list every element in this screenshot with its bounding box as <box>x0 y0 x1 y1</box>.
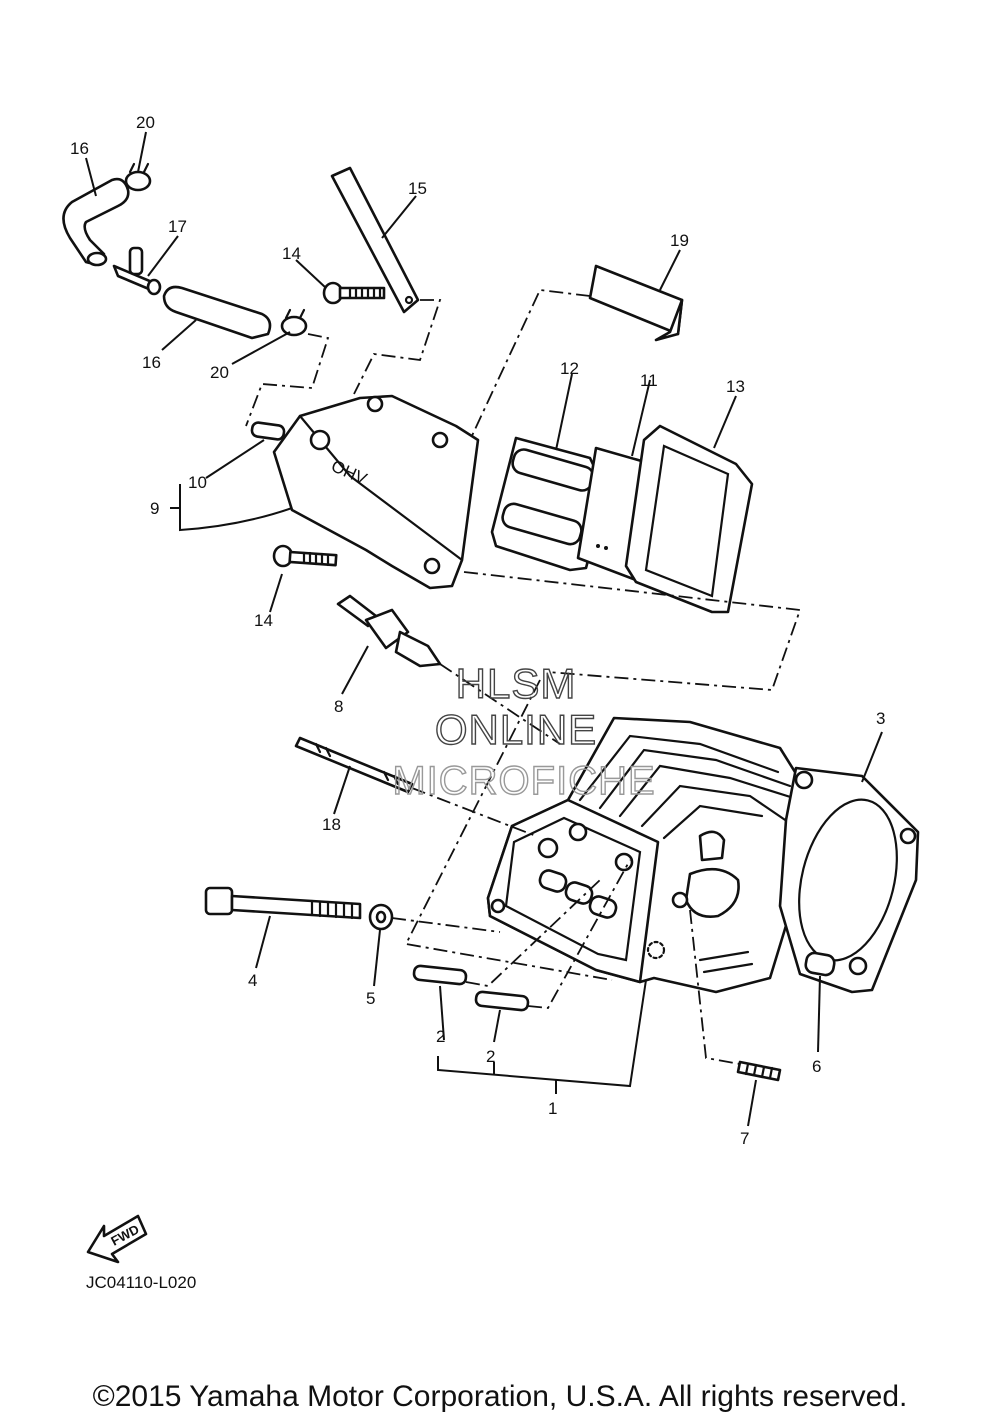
watermark-line-2: ONLINE <box>435 706 597 753</box>
leader-lines <box>85 131 883 1127</box>
callout-1: 1 <box>548 1099 557 1118</box>
callout-2-right: 2 <box>486 1047 495 1066</box>
retaining-strap <box>330 166 420 314</box>
hose-joint <box>112 246 162 296</box>
callout-12: 12 <box>560 359 579 378</box>
callout-17: 17 <box>168 217 187 236</box>
alignment-line-strap <box>353 299 442 395</box>
head-bolt <box>204 886 362 920</box>
callout-18: 18 <box>322 815 341 834</box>
alignment-line-plug <box>439 663 561 745</box>
alignment-line-washer <box>391 917 501 933</box>
cylinder-head <box>486 716 812 994</box>
reference-code: JC04110-L020 <box>86 1273 196 1292</box>
alignment-line-gasket <box>463 571 802 691</box>
breather-nipple <box>250 421 286 441</box>
dowel-pin-right <box>474 990 530 1012</box>
cylinder-head-gasket <box>778 766 920 994</box>
washer <box>368 903 394 931</box>
callout-15: 15 <box>408 179 427 198</box>
watermark-line-3: MICROFICHE <box>392 759 655 803</box>
callout-11: 11 <box>640 371 658 390</box>
bolt-upper <box>322 281 386 305</box>
callout-13: 13 <box>726 377 745 396</box>
breather-hose-lower <box>162 285 272 340</box>
callout-19: 19 <box>670 231 689 250</box>
breather-hose-upper <box>62 177 130 267</box>
alignment-line-hose <box>245 333 330 427</box>
callout-4: 4 <box>248 971 257 990</box>
callout-3: 3 <box>876 709 885 728</box>
baffle-plate-gasket <box>490 436 608 572</box>
callout-16-upper: 16 <box>70 139 89 158</box>
forward-arrow-icon: FWD <box>86 1214 148 1264</box>
callout-20-upper: 20 <box>136 113 155 132</box>
callout-16-lower: 16 <box>142 353 161 372</box>
callout-2-left: 2 <box>436 1027 445 1046</box>
callout-5: 5 <box>366 989 375 1008</box>
hose-clamp-upper <box>124 162 152 192</box>
dowel-pin-left <box>412 964 468 986</box>
dowel-sleeve <box>804 951 836 977</box>
alignment-line-dowel-right <box>527 859 631 1009</box>
callout-9: 9 <box>150 499 159 518</box>
callout-6: 6 <box>812 1057 821 1076</box>
callout-7: 7 <box>740 1129 749 1148</box>
spark-plug <box>336 594 442 668</box>
exhaust-stud <box>736 1060 782 1082</box>
callout-8: 8 <box>334 697 343 716</box>
alignment-line-exhaust-stud <box>689 909 741 1065</box>
callout-14-lower: 14 <box>254 611 273 630</box>
bolt-lower <box>272 544 338 568</box>
seal-pad <box>588 264 684 342</box>
copyright-notice: ©2015 Yamaha Motor Corporation, U.S.A. A… <box>92 1380 908 1413</box>
alignment-line-bolt <box>404 679 613 981</box>
stud-bolt <box>294 736 414 794</box>
watermark-line-1: HLSM <box>456 660 577 707</box>
alignment-line-dowel-left <box>465 879 601 987</box>
callout-14-upper: 14 <box>282 244 301 263</box>
cover-gasket <box>624 424 754 614</box>
callout-10: 10 <box>188 473 207 492</box>
hose-clamp-lower <box>280 308 308 337</box>
cylinder-head-cover: OHV <box>272 394 480 590</box>
callout-20-lower: 20 <box>210 363 229 382</box>
